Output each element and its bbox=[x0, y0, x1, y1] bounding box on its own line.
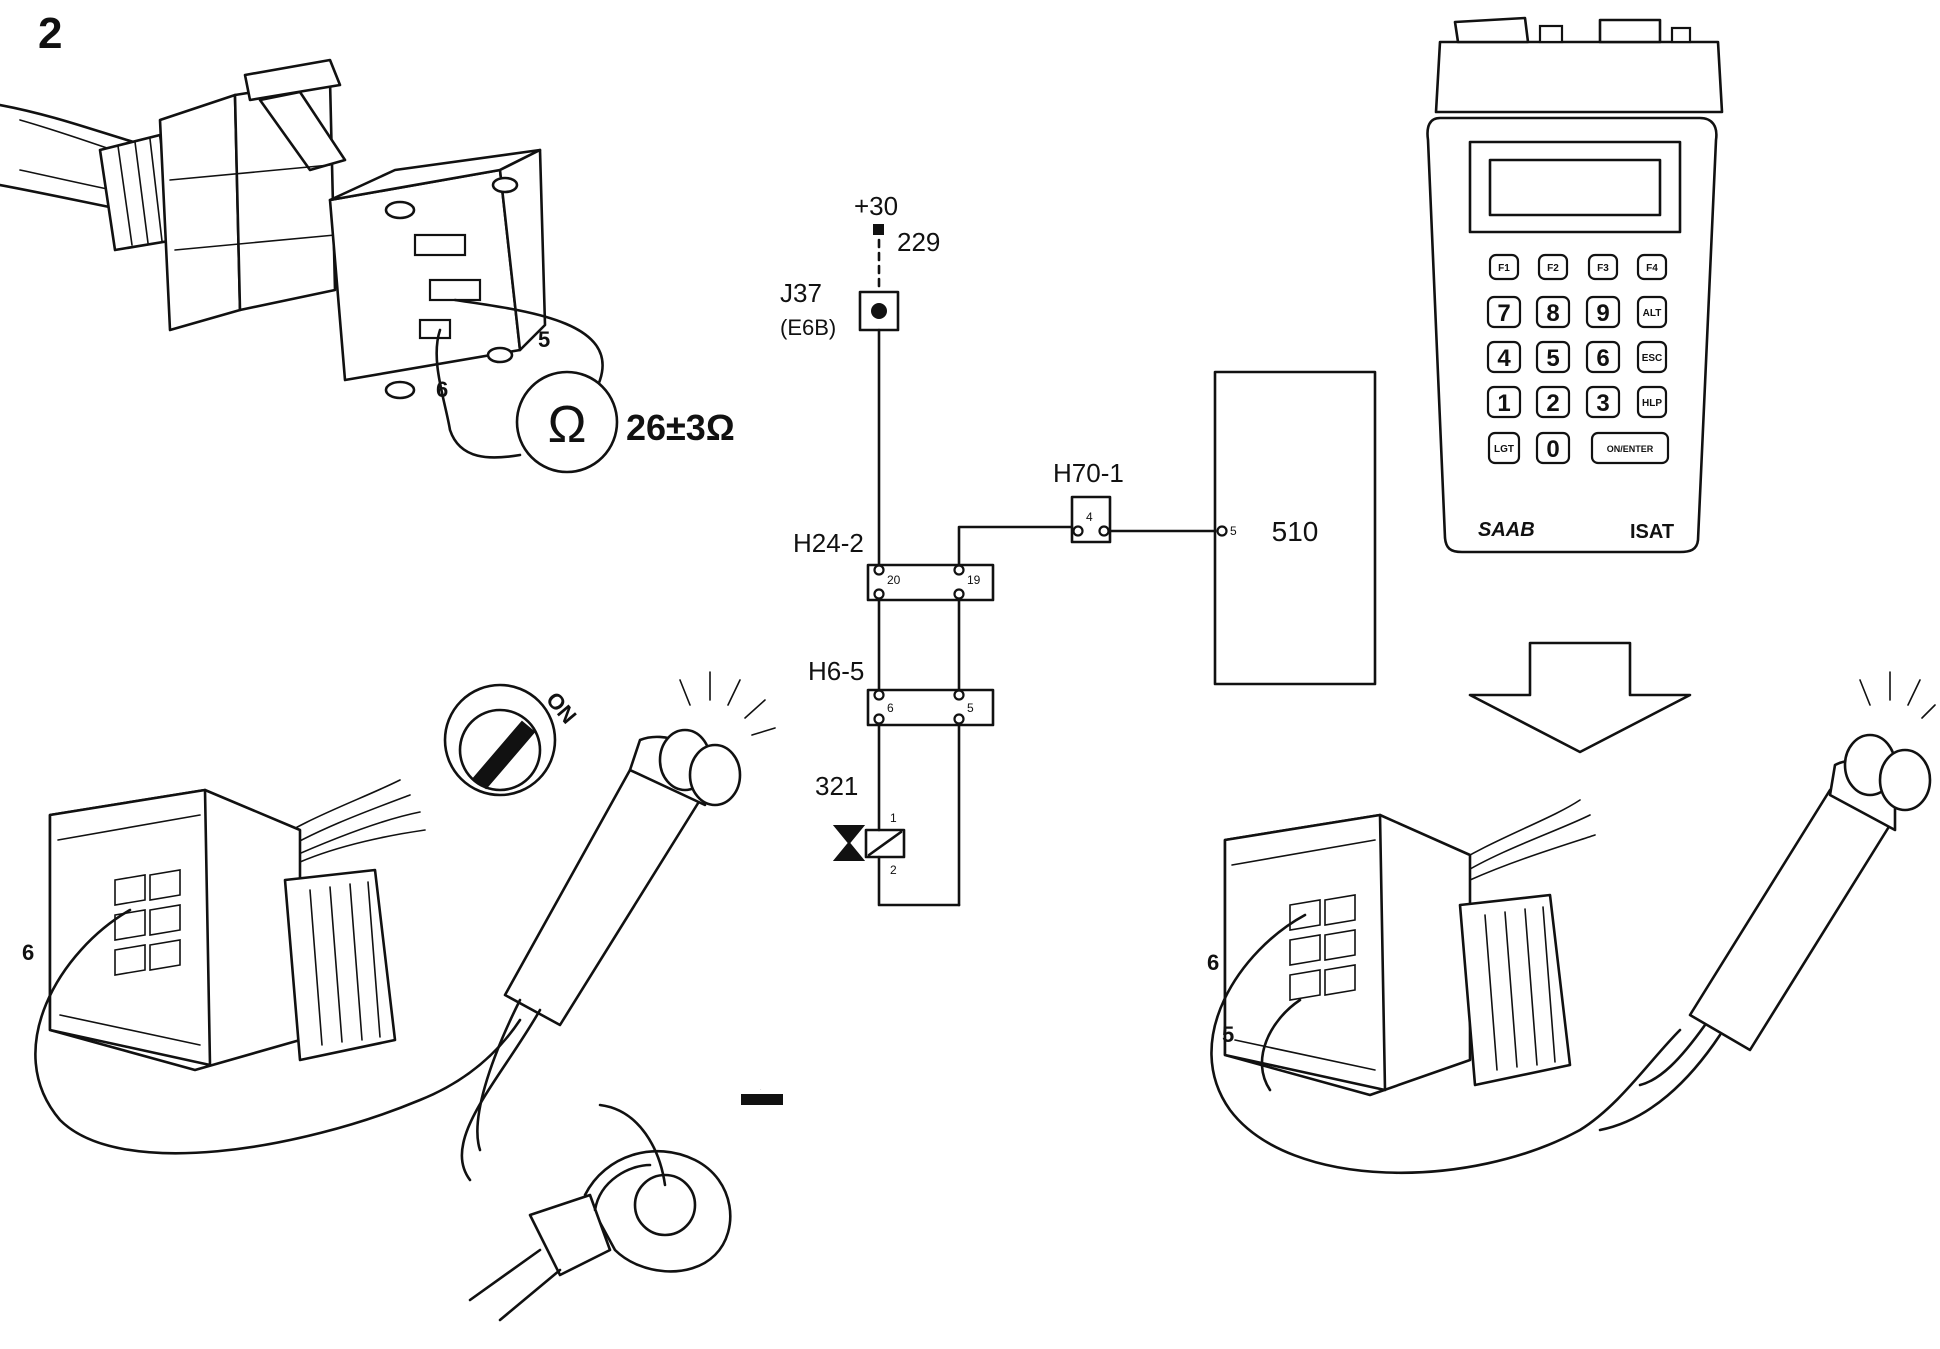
key-k6 bbox=[1585, 340, 1621, 374]
key-label-lgt: LGT bbox=[1494, 444, 1514, 455]
connector-h6 bbox=[866, 688, 995, 727]
h70-pin: 4 bbox=[1086, 510, 1093, 524]
h6-pin-left: 6 bbox=[887, 701, 894, 715]
valve-coil bbox=[864, 828, 906, 859]
key-label-k8: 8 bbox=[1546, 300, 1559, 327]
key-f2 bbox=[1537, 253, 1569, 281]
key-k2 bbox=[1535, 385, 1571, 419]
tester-keypad: F1 F2 F3 F4 7 8 9 ALT 4 5 6 ESC 1 2 3 HLP LGT 0 ON/ENTER bbox=[1486, 253, 1670, 465]
test-lamp-right bbox=[1598, 671, 1936, 1132]
key-esc bbox=[1636, 340, 1668, 374]
key-hlp bbox=[1636, 385, 1668, 419]
key-k3 bbox=[1585, 385, 1621, 419]
relay-connector-illustration: 5 6 bbox=[0, 58, 604, 459]
component-pin-1: 1 bbox=[890, 811, 897, 825]
junction-location-label: (E6B) bbox=[780, 315, 836, 340]
left-pin-label-6: 6 bbox=[22, 940, 34, 965]
test-lamp-left bbox=[460, 671, 776, 1182]
tester-model: ISAT bbox=[1630, 521, 1674, 543]
key-label-k0: 0 bbox=[1546, 436, 1559, 463]
module-label: 510 bbox=[1272, 516, 1319, 547]
ohmmeter: Ω 26±3Ω bbox=[515, 370, 735, 474]
key-k8 bbox=[1535, 295, 1571, 329]
component-label: 321 bbox=[815, 771, 858, 801]
harness-connector-right: 6 5 bbox=[1207, 799, 1682, 1175]
key-label-enter: ON/ENTER bbox=[1607, 444, 1654, 454]
connector-h70 bbox=[1070, 495, 1112, 544]
key-label-f3: F3 bbox=[1597, 263, 1609, 274]
key-alt bbox=[1636, 295, 1668, 329]
h24-label: H24-2 bbox=[793, 528, 864, 558]
key-f3 bbox=[1587, 253, 1619, 281]
key-label-k6: 6 bbox=[1596, 345, 1609, 372]
tester-brand: SAAB bbox=[1478, 519, 1535, 541]
junction-label: J37 bbox=[780, 278, 822, 308]
right-pin-label-5: 5 bbox=[1222, 1022, 1234, 1047]
key-label-k4: 4 bbox=[1497, 345, 1511, 372]
key-enter bbox=[1590, 431, 1670, 465]
ground-symbol: – bbox=[760, 1089, 762, 1091]
right-pin-label-6: 6 bbox=[1207, 950, 1219, 975]
splice-dot bbox=[871, 303, 887, 319]
isat-diagnostic-tester bbox=[1426, 16, 1724, 554]
key-label-f4: F4 bbox=[1646, 263, 1658, 274]
pin-label-6: 6 bbox=[436, 377, 448, 402]
key-label-k3: 3 bbox=[1596, 390, 1609, 417]
key-label-k1: 1 bbox=[1497, 390, 1510, 417]
key-k9 bbox=[1585, 295, 1621, 329]
key-label-alt: ALT bbox=[1643, 308, 1662, 319]
key-k4 bbox=[1486, 340, 1522, 374]
valve-symbol bbox=[832, 825, 866, 861]
result-arrow bbox=[1468, 641, 1692, 754]
connector-h24 bbox=[866, 563, 995, 602]
resistance-value: 26±3Ω bbox=[626, 407, 735, 448]
key-k7 bbox=[1486, 295, 1522, 329]
key-k0 bbox=[1535, 431, 1571, 465]
control-module-510 bbox=[1213, 370, 1377, 686]
supply-label: +30 bbox=[854, 191, 898, 221]
ohm-symbol: Ω bbox=[548, 396, 587, 454]
ignition-switch: ON bbox=[443, 683, 582, 797]
key-k1 bbox=[1486, 385, 1522, 419]
key-label-hlp: HLP bbox=[1642, 398, 1662, 409]
harness-connector-left: 6 bbox=[22, 779, 522, 1155]
key-label-k7: 7 bbox=[1497, 300, 1510, 327]
component-pin-2: 2 bbox=[890, 863, 897, 877]
h24-pin-left: 20 bbox=[887, 573, 901, 587]
figure-number: 2 bbox=[38, 9, 62, 58]
h6-label: H6-5 bbox=[808, 656, 864, 686]
h70-label: H70-1 bbox=[1053, 458, 1124, 488]
key-f1 bbox=[1488, 253, 1520, 281]
key-f4 bbox=[1636, 253, 1668, 281]
key-lgt bbox=[1487, 431, 1521, 465]
minus-symbol-bar bbox=[741, 1094, 783, 1105]
key-label-f1: F1 bbox=[1498, 263, 1510, 274]
module-pin: 5 bbox=[1230, 524, 1237, 538]
supply-ref-label: 229 bbox=[897, 227, 940, 257]
h6-pin-right: 5 bbox=[967, 701, 974, 715]
h24-pin-right: 19 bbox=[967, 573, 981, 587]
key-label-esc: ESC bbox=[1642, 353, 1663, 364]
wiring-schematic: +30 229 J37 (E6B) H24-2 20 19 H70-1 4 H6… bbox=[780, 191, 1377, 907]
key-label-k5: 5 bbox=[1546, 345, 1559, 372]
key-label-f2: F2 bbox=[1547, 263, 1559, 274]
key-k5 bbox=[1535, 340, 1571, 374]
key-label-k2: 2 bbox=[1546, 390, 1559, 417]
key-label-k9: 9 bbox=[1596, 300, 1609, 327]
supply-terminal bbox=[873, 224, 884, 235]
ground-terminal: – bbox=[468, 1089, 783, 1322]
pin-label-5: 5 bbox=[538, 327, 550, 352]
